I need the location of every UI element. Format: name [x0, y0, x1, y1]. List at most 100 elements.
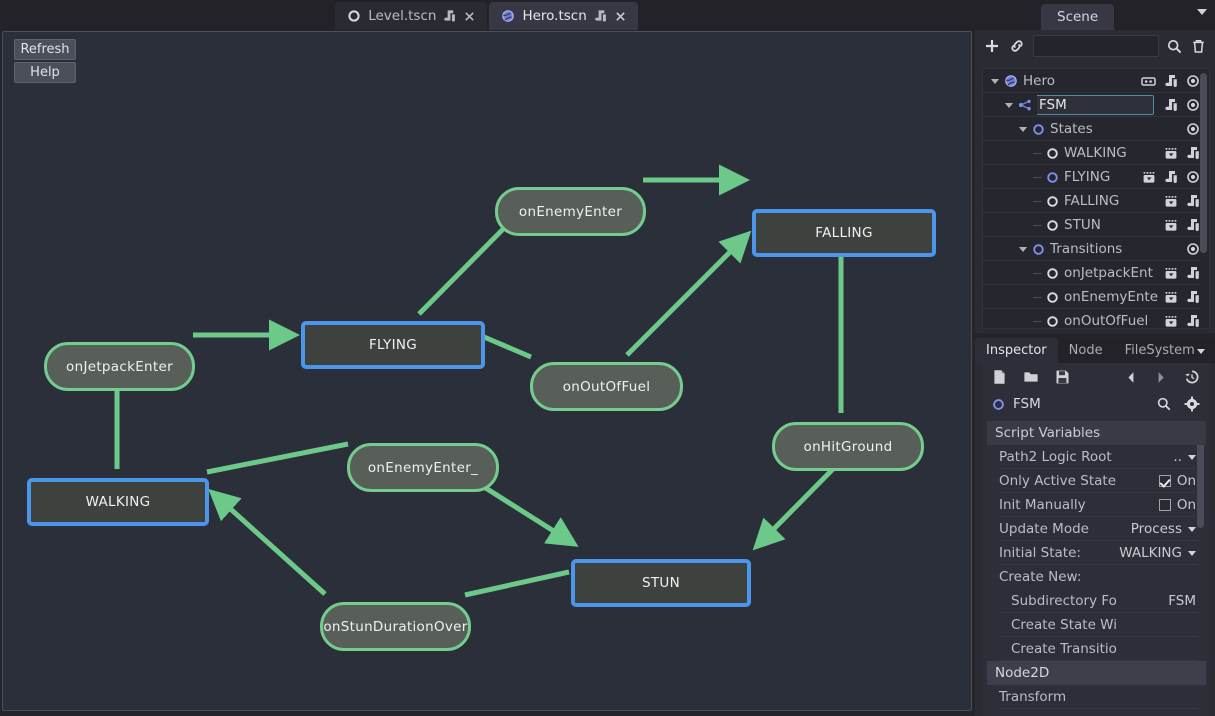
- graph-transition-onenemyenter-2[interactable]: onEnemyEnter_: [347, 443, 499, 492]
- graph-transition-onoutoffuel[interactable]: onOutOfFuel: [530, 362, 683, 411]
- inspector-property-value[interactable]: WALKING: [1119, 545, 1182, 561]
- camera-preview-icon[interactable]: [1141, 75, 1156, 88]
- row-divider: [983, 236, 1200, 237]
- inspector-row-initial-state[interactable]: Initial State:WALKING: [987, 541, 1206, 565]
- fsm-graph-viewport[interactable]: Refresh Help FLYING FALLING WALKING STUN…: [2, 31, 972, 711]
- expander-arrow-icon[interactable]: [1003, 102, 1015, 108]
- new-resource-icon[interactable]: [992, 369, 1007, 385]
- inspector-property-name: Create New:: [999, 569, 1082, 585]
- script-icon[interactable]: [1164, 170, 1178, 184]
- animation-icon[interactable]: [1164, 219, 1178, 232]
- tab-node[interactable]: Node: [1058, 338, 1114, 363]
- instance-child-scene-icon[interactable]: [1008, 37, 1026, 55]
- graph-transition-onstundurationover[interactable]: onStunDurationOver: [320, 602, 471, 651]
- visibility-eye-icon[interactable]: [1186, 74, 1200, 88]
- editor-tab-level[interactable]: Level.tscn: [335, 2, 488, 30]
- expander-arrow-icon[interactable]: [1017, 126, 1029, 132]
- forward-arrow-icon[interactable]: [1154, 370, 1168, 385]
- close-icon[interactable]: [614, 10, 627, 23]
- script-icon[interactable]: [1186, 194, 1200, 208]
- open-folder-icon[interactable]: [1023, 369, 1039, 385]
- editor-tab-hero[interactable]: Hero.tscn: [489, 2, 638, 30]
- scene-tree-item-flying[interactable]: FLYING: [983, 165, 1209, 189]
- graph-node-label: onJetpackEnter: [66, 358, 173, 375]
- scene-tree-item-onjetpackent[interactable]: onJetpackEnt: [983, 261, 1209, 285]
- animation-icon[interactable]: [1142, 171, 1156, 184]
- inspector-property-name: Node2D: [995, 665, 1050, 681]
- script-icon[interactable]: [1186, 218, 1200, 232]
- scene-dock-tabstrip: Scene: [975, 0, 1215, 30]
- panel-menu-icon[interactable]: [1197, 9, 1207, 15]
- animation-icon[interactable]: [1164, 315, 1178, 328]
- scene-tree-rename-input[interactable]: FSM: [1037, 95, 1154, 115]
- inspector-row-transform[interactable]: Transform: [987, 685, 1206, 709]
- tab-filesystem[interactable]: FileSystem: [1114, 338, 1215, 363]
- script-icon[interactable]: [1164, 74, 1178, 88]
- expander-arrow-icon[interactable]: [1017, 246, 1029, 252]
- graph-state-stun[interactable]: STUN: [571, 559, 751, 607]
- back-arrow-icon[interactable]: [1124, 370, 1138, 385]
- graph-transition-onenemyenter[interactable]: onEnemyEnter: [495, 187, 646, 236]
- script-icon[interactable]: [1186, 290, 1200, 304]
- inspector-property-value[interactable]: Process: [1130, 521, 1182, 537]
- add-node-icon[interactable]: [983, 37, 1001, 55]
- inspector-scrollbar[interactable]: [1197, 423, 1204, 528]
- chevron-down-icon[interactable]: [1188, 454, 1196, 460]
- refresh-button[interactable]: Refresh: [14, 39, 76, 60]
- animation-icon[interactable]: [1164, 147, 1178, 160]
- tab-inspector[interactable]: Inspector: [975, 338, 1058, 363]
- inspector-property-value[interactable]: ..: [1173, 449, 1182, 465]
- inspector-row-create-state-wi[interactable]: Create State Wi: [987, 613, 1206, 637]
- graph-state-flying[interactable]: FLYING: [301, 321, 485, 369]
- scene-tree-item-onenemyente[interactable]: onEnemyEnte: [983, 285, 1209, 309]
- graph-transition-onjetpackenter[interactable]: onJetpackEnter: [44, 342, 195, 391]
- inspector-row-create-transitio[interactable]: Create Transitio: [987, 637, 1206, 661]
- scene-tree-item-hero[interactable]: Hero: [983, 69, 1209, 93]
- chevron-down-icon[interactable]: [1188, 550, 1196, 556]
- script-icon[interactable]: [1186, 146, 1200, 160]
- search-icon[interactable]: [1166, 38, 1183, 55]
- script-icon[interactable]: [1164, 98, 1178, 112]
- chevron-down-icon[interactable]: [1188, 526, 1196, 532]
- animation-icon[interactable]: [1164, 195, 1178, 208]
- scene-search-input[interactable]: [1033, 35, 1159, 57]
- script-icon[interactable]: [1186, 314, 1200, 328]
- scene-tree-item-walking[interactable]: WALKING: [983, 141, 1209, 165]
- scene-tree-item-transitions[interactable]: Transitions: [983, 237, 1209, 261]
- graph-state-walking[interactable]: WALKING: [27, 478, 209, 526]
- graph-state-falling[interactable]: FALLING: [752, 209, 936, 257]
- script-icon[interactable]: [1186, 266, 1200, 280]
- chevron-down-icon[interactable]: [1196, 343, 1205, 358]
- checkbox-init-manually[interactable]: [1158, 499, 1171, 511]
- history-icon[interactable]: [1184, 369, 1200, 385]
- checkbox-only-active-state[interactable]: [1158, 475, 1171, 487]
- scene-tree-scrollbar[interactable]: [1200, 73, 1207, 253]
- close-icon[interactable]: [463, 10, 476, 23]
- help-button[interactable]: Help: [14, 62, 76, 83]
- animation-icon[interactable]: [1164, 291, 1178, 304]
- scene-tree-item-stun[interactable]: STUN: [983, 213, 1209, 237]
- scene-tree-item-fsm[interactable]: FSM: [983, 93, 1209, 117]
- scene-tree-item-states[interactable]: States: [983, 117, 1209, 141]
- tab-scene[interactable]: Scene: [1041, 4, 1115, 30]
- visibility-eye-icon[interactable]: [1186, 170, 1200, 184]
- scene-tree-item-onoutoffuel[interactable]: onOutOfFuel: [983, 309, 1209, 328]
- save-icon[interactable]: [1055, 369, 1070, 385]
- trash-icon[interactable]: [1190, 38, 1207, 55]
- scene-tree-item-falling[interactable]: FALLING: [983, 189, 1209, 213]
- search-icon[interactable]: [1156, 396, 1172, 412]
- visibility-eye-icon[interactable]: [1186, 242, 1200, 256]
- animation-icon[interactable]: [1164, 267, 1178, 280]
- expander-arrow-icon[interactable]: [989, 78, 1001, 84]
- inspector-row-path2-logic-root[interactable]: Path2 Logic Root..: [987, 445, 1206, 469]
- gear-icon[interactable]: [1184, 396, 1200, 412]
- graph-transition-onhitground[interactable]: onHitGround: [772, 422, 924, 471]
- visibility-eye-icon[interactable]: [1186, 98, 1200, 112]
- visibility-eye-icon[interactable]: [1186, 122, 1200, 136]
